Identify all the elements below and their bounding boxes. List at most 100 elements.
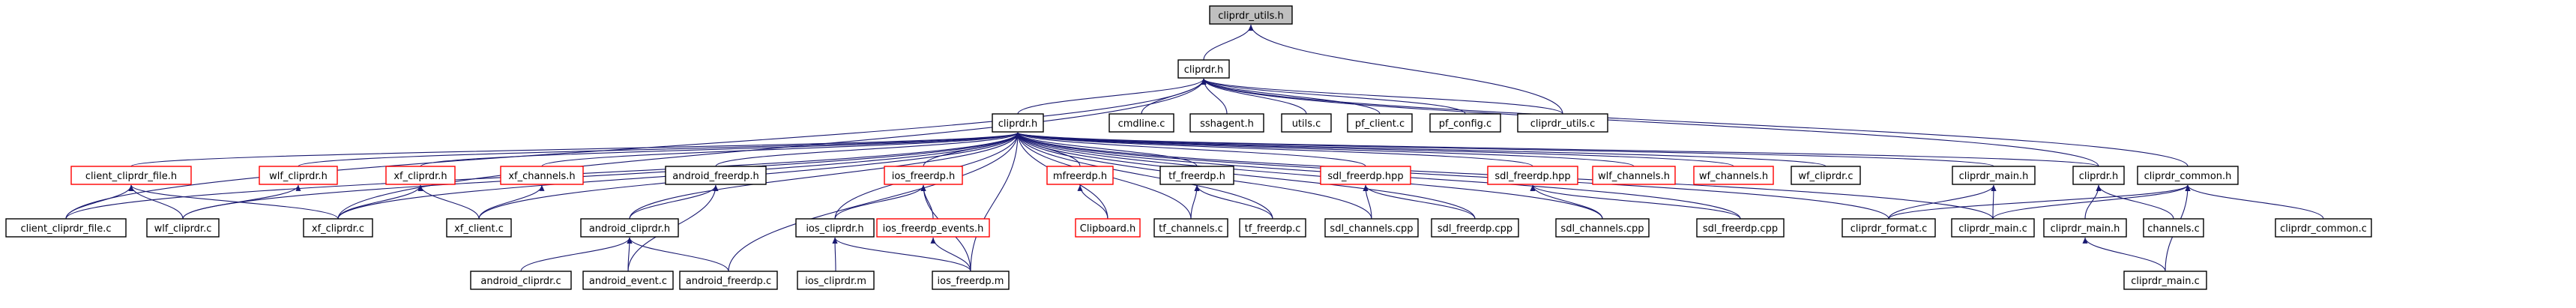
node-label: cliprdr_utils.h xyxy=(1218,10,1284,22)
node-client-cliprdr-file-c[interactable]: client_cliprdr_file.c xyxy=(5,218,127,238)
node-cliprdr-common-h[interactable]: cliprdr_common.h xyxy=(2137,166,2239,185)
node-box xyxy=(580,218,679,238)
node-wlf-cliprdr-h[interactable]: wlf_cliprdr.h xyxy=(259,166,338,185)
edge-cliprdr_format_c-to-cliprdr_main_h_a xyxy=(1888,184,1997,220)
node-box xyxy=(1487,166,1578,185)
node-box xyxy=(1324,218,1419,238)
node-label: client_cliprdr_file.c xyxy=(20,223,111,235)
node-tf-freerdp-c[interactable]: tf_freerdp.c xyxy=(1239,218,1306,238)
node-box xyxy=(2137,166,2239,185)
node-cliprdr-main-c-a[interactable]: cliprdr_main.c xyxy=(1951,218,2035,238)
edge-pf_client_c-to-cliprdr_h_a xyxy=(1201,78,1381,115)
edge-wlf_cliprdr_c-to-wlf_cliprdr_h xyxy=(182,184,301,220)
node-android-cliprdr-c[interactable]: android_cliprdr.c xyxy=(470,271,572,290)
node-cliprdr-h-b[interactable]: cliprdr.h xyxy=(992,113,1044,133)
node-box xyxy=(1431,218,1519,238)
node-cliprdr-main-h-b[interactable]: cliprdr_main.h xyxy=(2043,218,2127,238)
edge-android_cliprdr_h-to-android_freerdp_h xyxy=(629,184,719,220)
node-cliprdr-common-c[interactable]: cliprdr_common.c xyxy=(2275,218,2372,238)
node-box xyxy=(679,271,778,290)
node-label: ios_freerdp.h xyxy=(892,171,955,182)
node-wf-channels-h[interactable]: wf_channels.h xyxy=(1693,166,1774,185)
node-box xyxy=(1159,166,1234,185)
node-android-freerdp-h[interactable]: android_freerdp.h xyxy=(665,166,767,185)
node-pf-config-c[interactable]: pf_config.c xyxy=(1429,113,1501,133)
node-cliprdr-main-c-b[interactable]: cliprdr_main.c xyxy=(2123,271,2207,290)
node-ios-freerdp-m[interactable]: ios_freerdp.m xyxy=(932,271,1010,290)
node-cliprdr-main-h-a[interactable]: cliprdr_main.h xyxy=(1952,166,2036,185)
node-sdl-channels-cpp-a[interactable]: sdl_channels.cpp xyxy=(1324,218,1419,238)
edge-cliprdr_utils_c-to-cliprdr_h_a xyxy=(1201,78,1563,115)
edge-utils_c-to-cliprdr_h_a xyxy=(1201,78,1307,115)
node-label: android_cliprdr.c xyxy=(480,276,561,287)
node-label: sdl_channels.cpp xyxy=(1330,223,1413,235)
edge-tf_channels_c-to-tf_freerdp_h xyxy=(1190,184,1200,220)
node-ios-freerdp-events-h[interactable]: ios_freerdp_events.h xyxy=(876,218,990,238)
node-cmdline-c[interactable]: cmdline.c xyxy=(1108,113,1174,133)
edge-ios_freerdp_m-to-ios_freerdp_events_h xyxy=(930,237,971,272)
node-label: xf_cliprdr.h xyxy=(393,171,447,182)
node-pf-client-c[interactable]: pf_client.c xyxy=(1347,113,1413,133)
edge-wlf_cliprdr_h-to-cliprdr_h_b xyxy=(298,132,1021,167)
node-sdl-freerdp-cpp-b[interactable]: sdl_freerdp.cpp xyxy=(1696,218,1785,238)
node-label: wlf_cliprdr.h xyxy=(269,171,328,182)
node-android-cliprdr-h[interactable]: android_cliprdr.h xyxy=(580,218,679,238)
node-cliprdr-h-c[interactable]: cliprdr.h xyxy=(2072,166,2125,185)
node-label: cliprdr_main.h xyxy=(1959,171,2029,182)
edge-cliprdr_main_h_a-to-cliprdr_h_b xyxy=(1016,132,1994,167)
node-xf-cliprdr-h[interactable]: xf_cliprdr.h xyxy=(385,166,456,185)
edge-sdl_freerdp_hpp_b-to-cliprdr_h_b xyxy=(1015,132,1533,167)
node-label: channels.c xyxy=(2147,223,2200,235)
node-cliprdr-format-c[interactable]: cliprdr_format.c xyxy=(1841,218,1936,238)
node-channels-c[interactable]: channels.c xyxy=(2143,218,2204,238)
node-sdl-channels-cpp-b[interactable]: sdl_channels.cpp xyxy=(1555,218,1650,238)
edge-xf_cliprdr_c-to-client_cliprdr_file_h xyxy=(128,184,339,220)
node-box xyxy=(1791,166,1861,185)
node-box xyxy=(1347,113,1413,133)
node-box xyxy=(1592,166,1676,185)
node-label: tf_freerdp.c xyxy=(1245,223,1301,235)
node-box xyxy=(2275,218,2372,238)
node-client-cliprdr-file-h[interactable]: client_cliprdr_file.h xyxy=(70,166,192,185)
node-box xyxy=(303,218,373,238)
node-utils-c[interactable]: utils.c xyxy=(1281,113,1332,133)
node-label: cliprdr_main.h xyxy=(2051,223,2120,235)
node-mfreerdp-h[interactable]: mfreerdp.h xyxy=(1046,166,1114,185)
node-label: tf_channels.c xyxy=(1159,223,1223,235)
node-wf-cliprdr-c[interactable]: wf_cliprdr.c xyxy=(1791,166,1861,185)
node-tf-channels-c[interactable]: tf_channels.c xyxy=(1153,218,1228,238)
node-label: tf_freerdp.h xyxy=(1168,171,1225,182)
node-tf-freerdp-h[interactable]: tf_freerdp.h xyxy=(1159,166,1234,185)
edge-ios_freerdp_m-to-cliprdr_h_b xyxy=(970,132,1021,272)
edge-cliprdr_h_b-to-cliprdr_h_a xyxy=(1017,78,1207,115)
node-wlf-channels-h[interactable]: wlf_channels.h xyxy=(1592,166,1676,185)
node-sshagent-h[interactable]: sshagent.h xyxy=(1189,113,1264,133)
node-xf-cliprdr-c[interactable]: xf_cliprdr.c xyxy=(303,218,373,238)
node-sdl-freerdp-hpp-b[interactable]: sdl_freerdp.hpp xyxy=(1487,166,1578,185)
node-cliprdr-utils-c[interactable]: cliprdr_utils.c xyxy=(1517,113,1608,133)
node-label: pf_client.c xyxy=(1355,118,1405,130)
node-label: xf_client.c xyxy=(454,223,504,235)
edge-tf_freerdp_c-to-cliprdr_h_b xyxy=(1015,132,1273,220)
node-wlf-cliprdr-c[interactable]: wlf_cliprdr.c xyxy=(146,218,220,238)
node-cliprdr-h-a[interactable]: cliprdr.h xyxy=(1177,59,1230,79)
node-android-event-c[interactable]: android_event.c xyxy=(582,271,674,290)
node-android-freerdp-c[interactable]: android_freerdp.c xyxy=(679,271,778,290)
node-box xyxy=(5,218,127,238)
node-sdl-freerdp-hpp-a[interactable]: sdl_freerdp.hpp xyxy=(1320,166,1411,185)
node-ios-cliprdr-m[interactable]: ios_cliprdr.m xyxy=(797,271,875,290)
node-box xyxy=(1153,218,1228,238)
node-box xyxy=(992,113,1044,133)
node-box xyxy=(1952,166,2036,185)
edge-client_cliprdr_file_c-to-cliprdr_h_a xyxy=(65,78,1207,220)
node-label: android_event.c xyxy=(589,276,667,287)
node-ios-cliprdr-h[interactable]: ios_cliprdr.h xyxy=(795,218,875,238)
edge-wf_cliprdr_c-to-cliprdr_h_b xyxy=(1015,132,1827,167)
node-xf-channels-h[interactable]: xf_channels.h xyxy=(500,166,584,185)
node-ios-freerdp-h[interactable]: ios_freerdp.h xyxy=(884,166,963,185)
edge-xf_client_c-to-xf_channels_h xyxy=(478,184,545,220)
node-clipboard-h[interactable]: Clipboard.h xyxy=(1075,218,1141,238)
edge-cliprdr_format_c-to-cliprdr_h_b xyxy=(1015,132,1889,220)
node-sdl-freerdp-cpp-a[interactable]: sdl_freerdp.cpp xyxy=(1431,218,1519,238)
node-xf-client-c[interactable]: xf_client.c xyxy=(446,218,512,238)
